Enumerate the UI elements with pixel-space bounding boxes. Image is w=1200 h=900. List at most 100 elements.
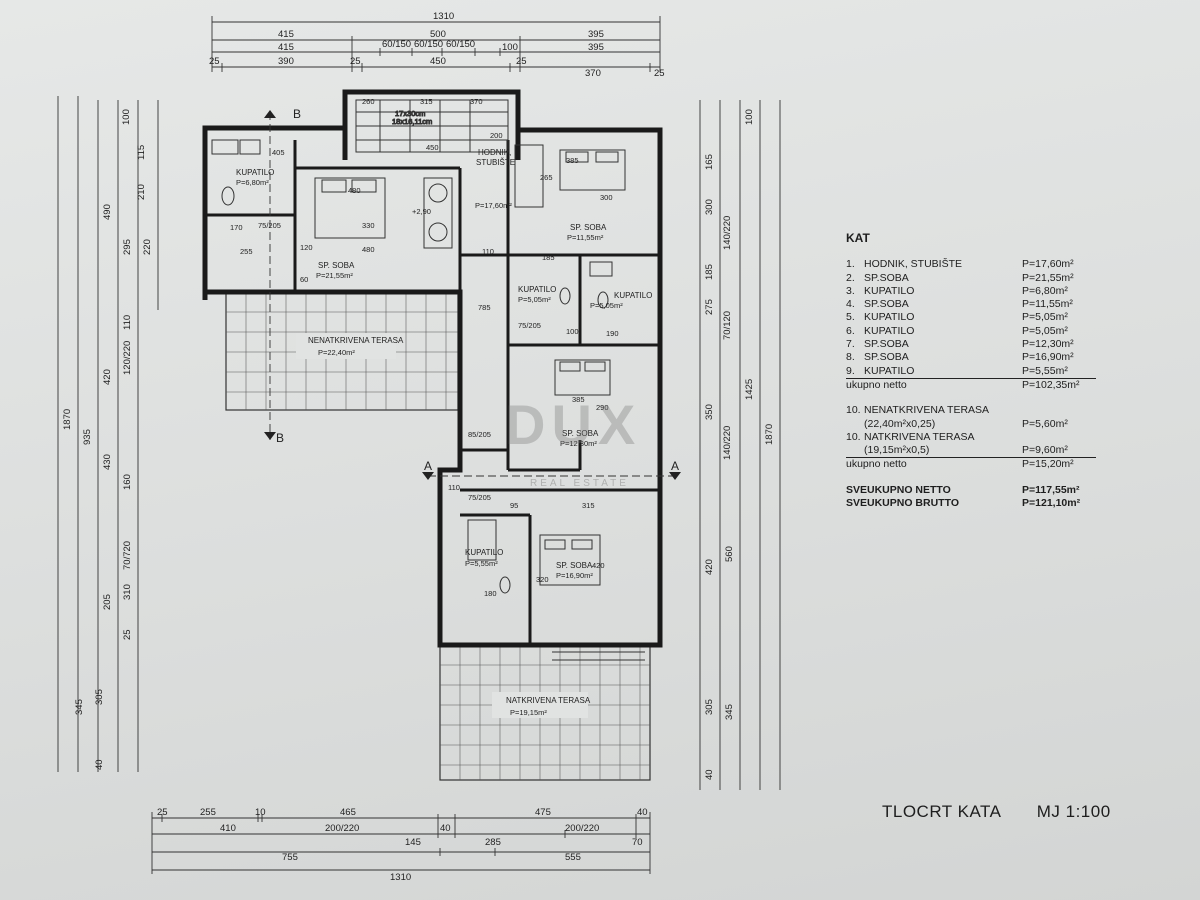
section-markers: A A B B bbox=[264, 107, 681, 480]
room-labels: HODNIK, STUBIŠTE P=17,60m² KUPATILO P=6,… bbox=[236, 148, 652, 580]
dim-right-n: 345 bbox=[724, 704, 735, 720]
dim-bot-b: 255 bbox=[200, 807, 216, 818]
inner-dim: 200 bbox=[490, 131, 503, 140]
drawing-title-name: TLOCRT KATA bbox=[882, 802, 1002, 821]
furniture-fixtures bbox=[211, 139, 626, 594]
inner-dim: 420 bbox=[592, 561, 605, 570]
dim-left-r: 305 bbox=[94, 689, 105, 705]
dim-right-f: 275 bbox=[704, 299, 715, 315]
dim-top-o: 370 bbox=[585, 68, 601, 79]
legend-num: 4. bbox=[846, 298, 855, 311]
dim-right-o: 40 bbox=[704, 769, 715, 780]
terrace-open-label: NENATKRIVENA TERASA bbox=[308, 336, 404, 345]
legend-row: 4. SP.SOBA P=11,55m² bbox=[846, 298, 1096, 311]
inner-dim: 110 bbox=[448, 483, 460, 492]
terrace-covered-area: P=19,15m² bbox=[510, 708, 547, 717]
top-dimension-chains: 1310 415 500 395 415 60/150 60/150 60/15… bbox=[209, 11, 665, 79]
inner-dim: 180 bbox=[484, 589, 497, 598]
dim-top-e: 60/150 bbox=[382, 39, 411, 50]
area-soba-2: P=21,55m² bbox=[316, 271, 353, 280]
dim-right-h: 350 bbox=[704, 404, 715, 420]
right-dimension-chains: 100 165 300 140/220 185 275 70/120 350 1… bbox=[699, 100, 781, 790]
area-kupatilo-6: P=5,05m² bbox=[590, 301, 623, 310]
staircase: 17x30cm 18x16,11cm bbox=[355, 99, 509, 153]
terrace-covered-label: NATKRIVENA TERASA bbox=[506, 696, 591, 705]
level-mark: +2,90 bbox=[412, 207, 431, 216]
area-soba-7: P=12,30m² bbox=[560, 439, 597, 448]
inner-dim: 170 bbox=[230, 223, 243, 232]
legend-room-area: P=5,55m² bbox=[1022, 364, 1068, 377]
dim-left-a: 100 bbox=[121, 109, 132, 125]
drawing-scale: MJ 1:100 bbox=[1036, 802, 1111, 821]
dim-top-n: 25 bbox=[516, 56, 527, 67]
dim-bot-c: 10 bbox=[255, 807, 266, 818]
inner-dim: 255 bbox=[240, 247, 253, 256]
label-kupatilo-5: KUPATILO bbox=[518, 285, 556, 294]
inner-dim: 315 bbox=[582, 501, 595, 510]
legend-terrace-name: NENATKRIVENA TERASA bbox=[864, 404, 990, 417]
inner-dim: 75/205 bbox=[468, 493, 491, 502]
dim-bot-m: 755 bbox=[282, 852, 298, 863]
label-kupatilo-3: KUPATILO bbox=[236, 168, 274, 177]
dim-left-i: 420 bbox=[102, 369, 113, 385]
label-kupatilo-9: KUPATILO bbox=[465, 548, 503, 557]
room-area-legend: KAT 1. HODNIK, STUBIŠTE P=17,60m² 2. SP.… bbox=[846, 231, 1096, 510]
legend-terrace-row: (22,40m²x0,25) P=5,60m² bbox=[846, 418, 1096, 431]
dim-bot-i: 40 bbox=[440, 823, 451, 834]
legend-room-area: P=16,90m² bbox=[1022, 351, 1074, 364]
terrace-covered: NATKRIVENA TERASA P=19,15m² bbox=[439, 644, 651, 781]
dim-bot-k: 200/220 bbox=[565, 823, 599, 834]
dim-top-i: 395 bbox=[588, 42, 604, 53]
drawing-title: TLOCRT KATA MJ 1:100 bbox=[882, 802, 1111, 822]
legend-terrace-detail: (22,40m²x0,25) bbox=[864, 417, 936, 430]
legend-total-gross-label: SVEUKUPNO BRUTTO bbox=[846, 497, 959, 510]
legend-room-name: SP.SOBA bbox=[864, 351, 909, 364]
legend-room-name: KUPATILO bbox=[864, 284, 915, 297]
dim-left-c: 210 bbox=[136, 184, 147, 200]
legend-num: 10. bbox=[846, 430, 861, 443]
terrace-uncovered: NENATKRIVENA TERASA P=22,40m² bbox=[225, 291, 459, 411]
inner-dim: 190 bbox=[606, 329, 619, 338]
label-stubiste: STUBIŠTE bbox=[476, 158, 515, 167]
legend-grand-net: SVEUKUPNO NETTO P=117,55m² bbox=[846, 484, 1096, 497]
legend-row: 9. KUPATILO P=5,55m² bbox=[846, 365, 1096, 379]
inner-dim: 95 bbox=[510, 501, 518, 510]
legend-room-name: SP.SOBA bbox=[864, 271, 909, 284]
section-b-bottom: B bbox=[276, 431, 284, 445]
inner-dim: 110 bbox=[482, 247, 494, 256]
dim-right-a: 100 bbox=[744, 109, 755, 125]
label-soba-8: SP. SOBA bbox=[556, 561, 593, 570]
dim-right-i: 140/220 bbox=[722, 426, 733, 460]
dim-top-g: 60/150 bbox=[446, 39, 475, 50]
dim-bot-f: 40 bbox=[637, 807, 648, 818]
dim-left-l: 160 bbox=[122, 474, 133, 490]
dim-right-l: 420 bbox=[704, 559, 715, 575]
legend-terrace-net-value: P=15,20m² bbox=[1022, 458, 1074, 471]
legend-room-area: P=5,05m² bbox=[1022, 311, 1068, 324]
inner-dimensions: 405 480 330 480 255 170 75/205 120 60 45… bbox=[230, 97, 619, 598]
dim-right-g: 70/120 bbox=[722, 311, 733, 340]
legend-terrace-total: ukupno netto P=15,20m² bbox=[846, 458, 1096, 471]
inner-dim: 315 bbox=[420, 97, 433, 106]
inner-dim: 290 bbox=[596, 403, 609, 412]
dim-left-d: 490 bbox=[102, 204, 113, 220]
dim-left-h: 120/220 bbox=[122, 341, 133, 375]
legend-room-area: P=21,55m² bbox=[1022, 271, 1074, 284]
inner-dim: 385 bbox=[566, 156, 579, 165]
dim-right-b: 165 bbox=[704, 154, 715, 170]
legend-heading: KAT bbox=[846, 231, 870, 245]
inner-dim: 75/205 bbox=[258, 221, 281, 230]
dim-left-q: 345 bbox=[74, 699, 85, 715]
dim-top-p: 25 bbox=[654, 68, 665, 79]
dim-right-total: 1870 bbox=[764, 424, 775, 445]
dim-bot-o: 555 bbox=[565, 852, 581, 863]
legend-num: 9. bbox=[846, 364, 855, 377]
legend-room-name: HODNIK, STUBIŠTE bbox=[864, 258, 963, 271]
dim-top-j: 25 bbox=[209, 56, 220, 67]
legend-terrace-detail: (19,15m²x0,5) bbox=[864, 444, 930, 457]
legend-net-label: ukupno netto bbox=[846, 378, 907, 391]
legend-room-area: P=12,30m² bbox=[1022, 338, 1074, 351]
dim-right-j: 1425 bbox=[744, 379, 755, 400]
legend-terrace-area: P=5,60m² bbox=[1022, 417, 1068, 430]
dim-top-h: 100 bbox=[502, 42, 518, 53]
